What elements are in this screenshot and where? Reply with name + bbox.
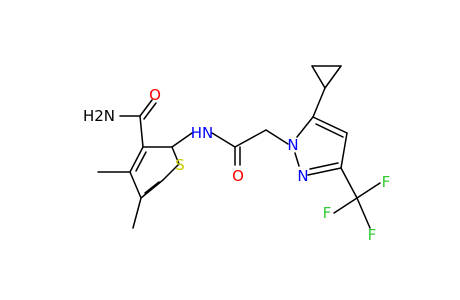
amide-nh2-label: H2N bbox=[83, 107, 115, 125]
pyrazole-n1-label: N bbox=[287, 136, 298, 154]
atom-labels: H2N O HN S O N N F F F bbox=[83, 86, 390, 244]
thiophene-sulfur-label: S bbox=[175, 156, 185, 174]
fluorine-label-3: F bbox=[368, 226, 377, 244]
bonds bbox=[97, 65, 381, 229]
amide-oxygen-label: O bbox=[149, 86, 161, 104]
pyrazole-n2-label: N bbox=[297, 167, 308, 185]
acetyl-oxygen-label: O bbox=[232, 167, 244, 185]
amide-nh-label: HN bbox=[191, 124, 214, 142]
fluorine-label-2: F bbox=[323, 204, 332, 222]
fluorine-label-1: F bbox=[382, 173, 391, 191]
